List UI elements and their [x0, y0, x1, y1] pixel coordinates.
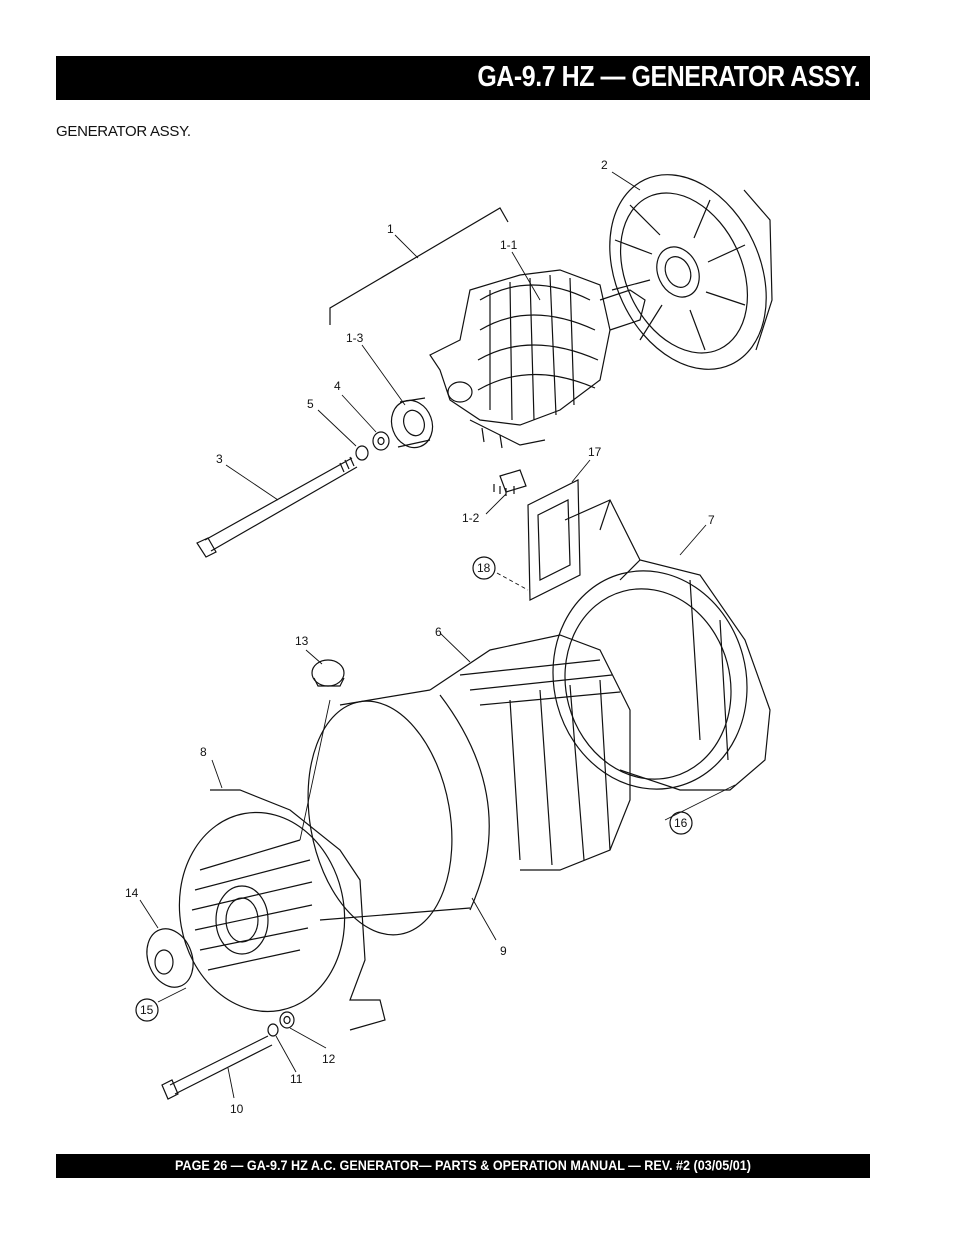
callout-1-1: 1-1	[500, 238, 518, 252]
cooling-fan	[609, 174, 773, 370]
callout-14: 14	[125, 886, 139, 900]
callout-5: 5	[307, 397, 314, 411]
washer-12	[279, 1011, 295, 1029]
bearing	[390, 397, 434, 449]
diode	[493, 469, 527, 496]
stator-cover	[307, 689, 490, 936]
callout-15: 15	[140, 1003, 154, 1017]
page-title: GA-9.7 HZ — GENERATOR ASSY.	[477, 61, 860, 93]
callout-10: 10	[230, 1102, 244, 1116]
leader-lines	[139, 171, 736, 1099]
callout-12: 12	[322, 1052, 336, 1066]
callout-2: 2	[601, 158, 608, 172]
gasket	[527, 479, 581, 601]
page-footer-text: PAGE 26 — GA-9.7 HZ A.C. GENERATOR— PART…	[175, 1157, 751, 1173]
callout-9: 9	[500, 944, 507, 958]
page-header-bar: GA-9.7 HZ — GENERATOR ASSY.	[56, 56, 870, 100]
section-label: GENERATOR ASSY.	[56, 123, 191, 140]
washer-11	[267, 1023, 279, 1037]
callout-6: 6	[435, 625, 442, 639]
callout-1-2: 1-2	[462, 511, 480, 525]
callout-ring-16	[669, 811, 693, 835]
front-housing	[178, 789, 386, 1031]
front-bolt	[161, 1035, 273, 1100]
bearing-cap	[146, 928, 194, 988]
callout-1-3: 1-3	[346, 331, 364, 345]
callout-11: 11	[290, 1072, 303, 1086]
callout-18: 18	[477, 561, 491, 575]
callout-3: 3	[216, 452, 223, 466]
callout-7: 7	[708, 513, 715, 527]
callout-16: 16	[674, 816, 688, 830]
stator	[429, 634, 631, 871]
rotor	[429, 269, 646, 449]
callout-17: 17	[588, 445, 602, 459]
rear-housing	[552, 499, 771, 791]
through-bolt	[196, 456, 358, 558]
washer	[372, 431, 390, 451]
callout-8: 8	[200, 745, 207, 759]
rotor-bracket	[329, 207, 509, 325]
callout-4: 4	[334, 379, 341, 393]
rubber-plug	[311, 659, 345, 687]
callout-ring-18	[472, 556, 496, 580]
callout-1: 1	[387, 222, 394, 236]
callout-13: 13	[295, 634, 309, 648]
callout-ring-15	[135, 998, 159, 1022]
lock-washer	[355, 445, 369, 461]
page-footer-bar: PAGE 26 — GA-9.7 HZ A.C. GENERATOR— PART…	[56, 1154, 870, 1178]
